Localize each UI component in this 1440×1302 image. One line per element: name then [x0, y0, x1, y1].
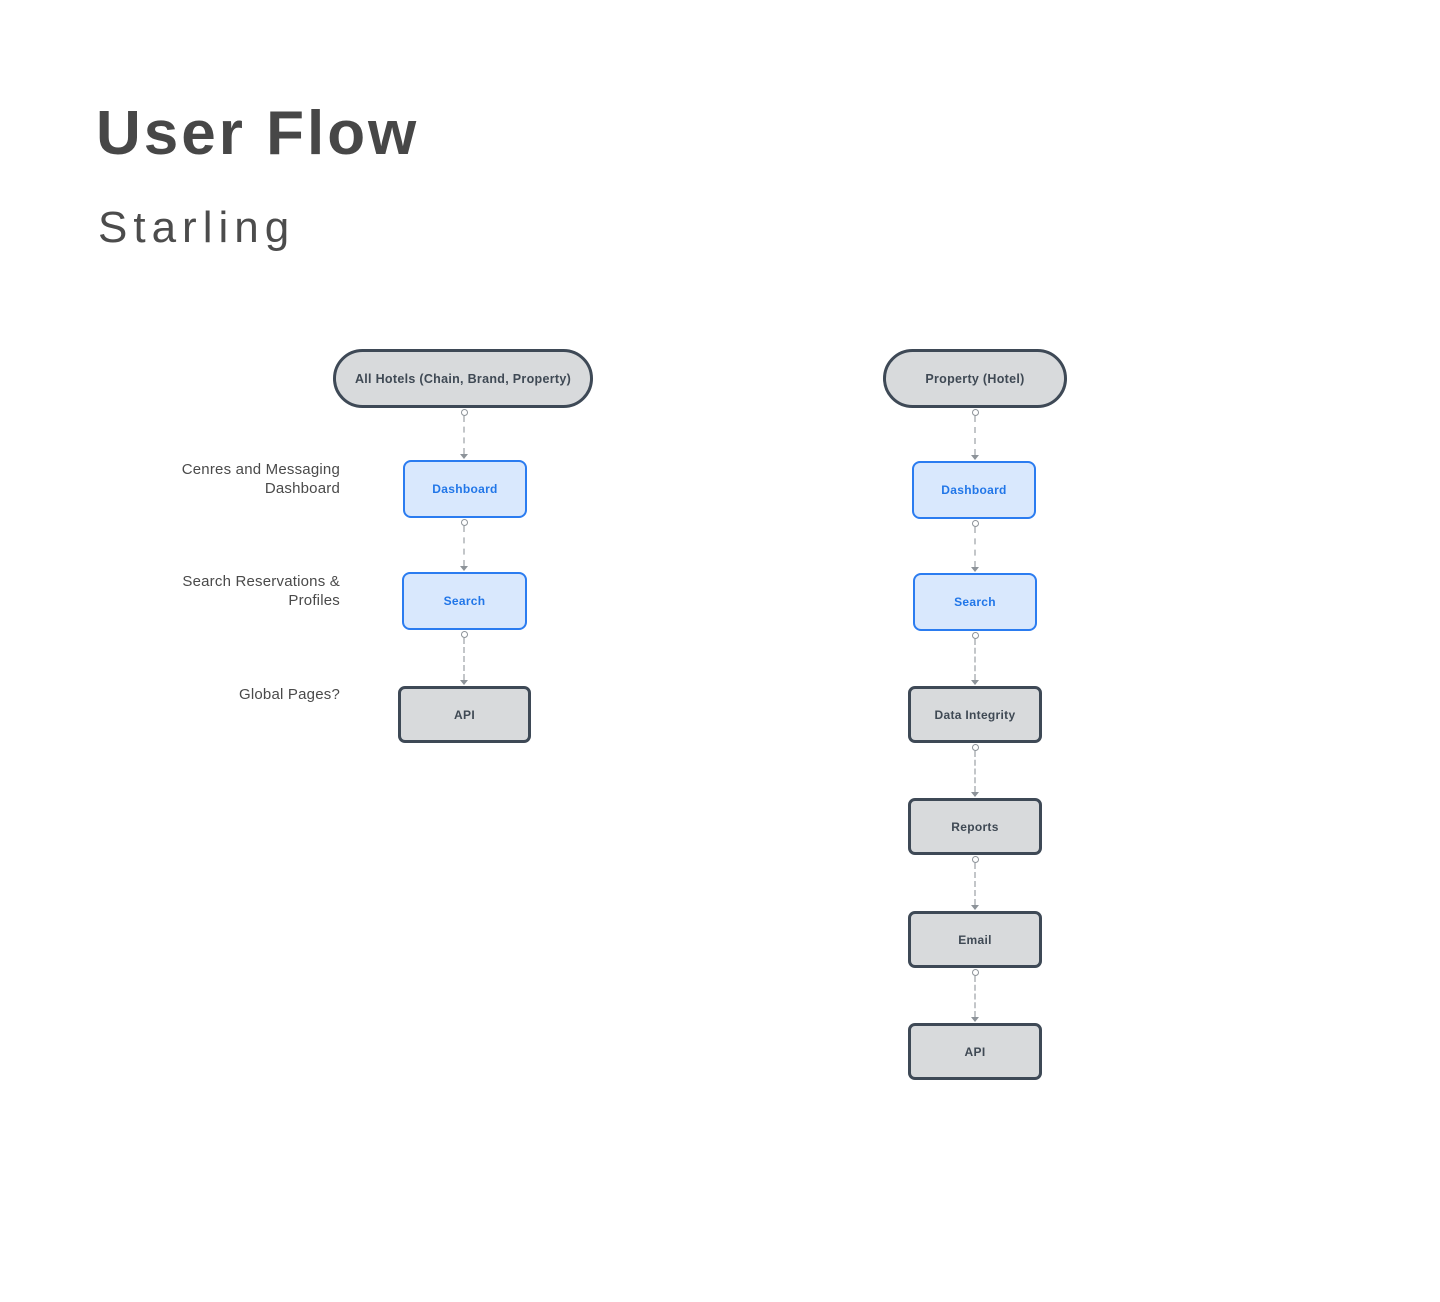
annotation-centres-messaging: Cenres and Messaging Dashboard: [90, 460, 340, 498]
connector-dashed-line: [974, 751, 976, 792]
arrow-down-icon: [971, 792, 979, 797]
flow-root-all-hotels: All Hotels (Chain, Brand, Property): [333, 349, 593, 408]
connector-start-dot: [460, 631, 468, 638]
connector-line: [459, 409, 469, 459]
annotation-line: Search Reservations &: [182, 573, 340, 590]
flow-node-search: Search: [913, 573, 1037, 631]
flow-root-property-hotel: Property (Hotel): [883, 349, 1067, 408]
annotation-line: Profiles: [288, 592, 340, 609]
flow-node-email: Email: [908, 911, 1042, 968]
connector-line: [970, 520, 980, 572]
annotation-line: Global Pages?: [238, 686, 340, 703]
flow-node-dashboard: Dashboard: [403, 460, 527, 518]
arrow-down-icon: [971, 567, 979, 572]
flow-node-dashboard: Dashboard: [912, 461, 1036, 519]
arrow-down-icon: [971, 905, 979, 910]
annotation-line: Dashboard: [264, 480, 340, 497]
page-subtitle: Starling: [98, 203, 296, 252]
connector-dashed-line: [974, 863, 976, 905]
arrow-down-icon: [460, 566, 468, 571]
annotation-global-pages: Global Pages?: [90, 685, 340, 704]
flow-node-api: API: [398, 686, 531, 743]
annotation-line: Cenres and Messaging: [181, 461, 340, 478]
connector-line: [970, 856, 980, 910]
connector-line: [459, 631, 469, 685]
connector-start-dot: [971, 409, 979, 416]
connector-line: [970, 969, 980, 1022]
connector-start-dot: [460, 519, 468, 526]
connector-dashed-line: [974, 976, 976, 1017]
connector-start-dot: [971, 969, 979, 976]
page-title: User Flow: [96, 99, 420, 168]
connector-dashed-line: [463, 416, 465, 454]
connector-line: [970, 632, 980, 685]
connector-dashed-line: [974, 639, 976, 680]
connector-start-dot: [971, 856, 979, 863]
connector-start-dot: [460, 409, 468, 416]
flow-node-api: API: [908, 1023, 1042, 1080]
connector-start-dot: [971, 632, 979, 639]
flow-node-data-integrity: Data Integrity: [908, 686, 1042, 743]
connector-dashed-line: [463, 526, 465, 566]
connector-start-dot: [971, 744, 979, 751]
arrow-down-icon: [971, 1017, 979, 1022]
annotation-search-reservations: Search Reservations & Profiles: [90, 572, 340, 610]
connector-dashed-line: [974, 416, 976, 455]
connector-line: [459, 519, 469, 571]
connector-dashed-line: [463, 638, 465, 680]
connector-start-dot: [971, 520, 979, 527]
connector-dashed-line: [974, 527, 976, 567]
flow-node-reports: Reports: [908, 798, 1042, 855]
arrow-down-icon: [971, 455, 979, 460]
connector-line: [970, 744, 980, 797]
flow-node-search: Search: [402, 572, 527, 630]
arrow-down-icon: [460, 680, 468, 685]
arrow-down-icon: [460, 454, 468, 459]
connector-line: [970, 409, 980, 460]
arrow-down-icon: [971, 680, 979, 685]
